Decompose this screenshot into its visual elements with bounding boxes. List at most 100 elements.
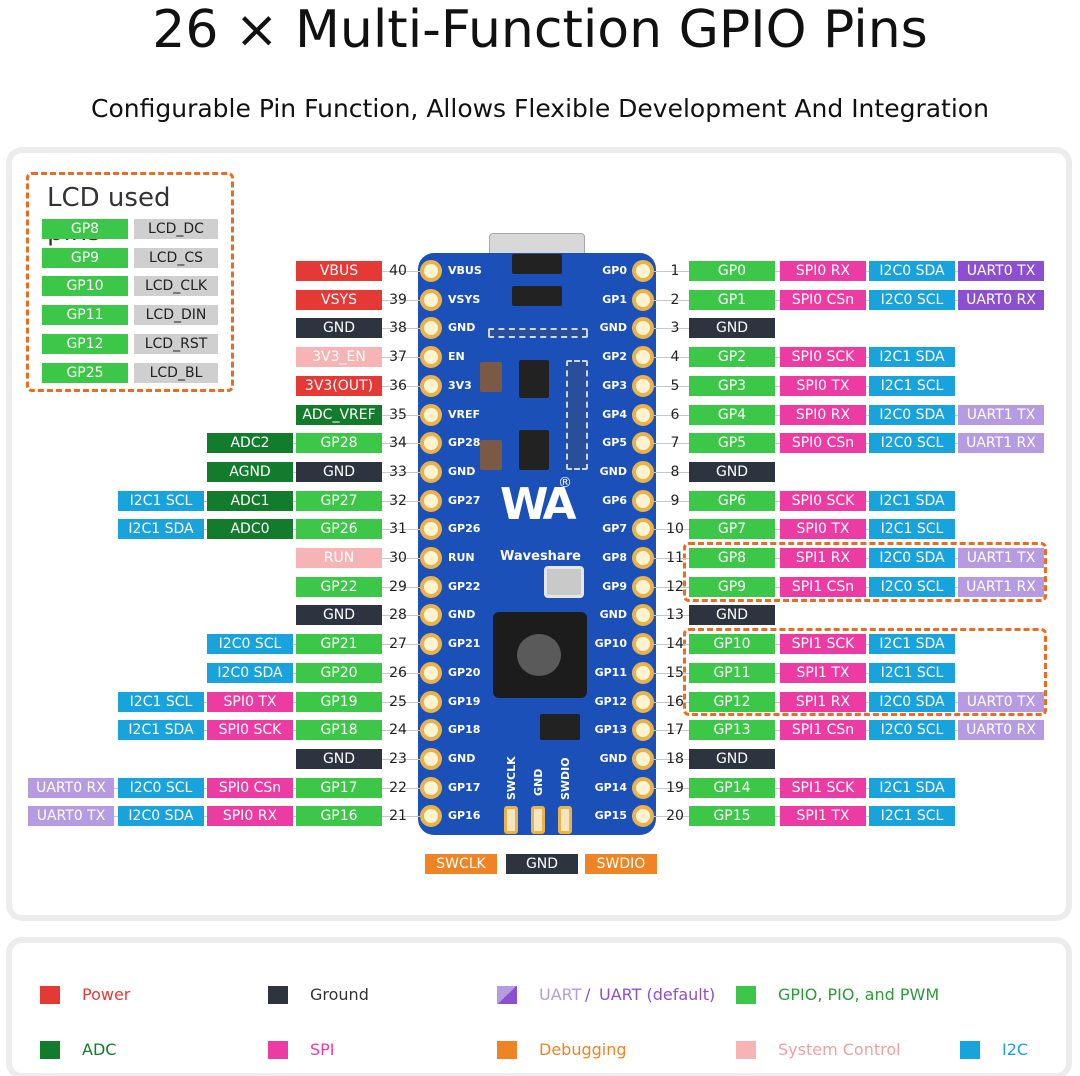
pin-hole [420, 575, 442, 598]
board-pin-label: GP15 [594, 809, 627, 823]
board-pin-label: GP3 [602, 378, 627, 392]
pin-number: 18 [666, 750, 684, 767]
right-pin-tag: I2C0 SCL [869, 720, 955, 741]
right-pin-tag: I2C0 SDA [869, 261, 955, 281]
pin-hole [420, 346, 442, 369]
right-pin-tag: I2C0 SCL [869, 433, 955, 454]
right-pin-tag: SPI1 CSn [780, 576, 866, 597]
right-pin-tag: GP7 [689, 519, 775, 540]
board-component [566, 360, 588, 470]
board-pin-label: GP6 [602, 493, 627, 507]
board-pin-label: VBUS [448, 264, 482, 277]
highlight-box-gp8-gp9 [683, 542, 1047, 602]
board-pin-label: GP14 [594, 780, 627, 794]
left-pin-tag: GP16 [296, 806, 382, 827]
pin-number: 8 [670, 463, 680, 480]
left-pin-tag: GP27 [296, 490, 382, 511]
pin-hole [632, 575, 654, 598]
left-pin-tag: GP20 [296, 662, 382, 683]
legend-label: UART [539, 985, 582, 1004]
right-pin-tag: SPI0 RX [780, 261, 866, 281]
debug-tag: SWDIO [585, 854, 657, 874]
board-component [512, 254, 562, 274]
pin-number: 36 [389, 377, 407, 394]
right-pin-tag: UART1 TX [958, 404, 1044, 425]
left-pin-tag: I2C1 SDA [118, 720, 204, 741]
pin-number: 19 [666, 779, 684, 796]
left-pin-tag: I2C1 SCL [118, 490, 204, 511]
pin-number: 15 [666, 664, 684, 681]
pin-number: 3 [670, 320, 680, 337]
pin-number: 40 [389, 263, 407, 279]
right-pin-tag: GP10 [689, 634, 775, 655]
right-pin-tag: GP1 [689, 289, 775, 310]
legend-swatch [960, 1041, 980, 1059]
left-pin-tag: AGND [207, 461, 293, 482]
pin-number: 37 [389, 349, 407, 366]
legend-swatch [40, 1041, 60, 1059]
legend-swatch [497, 1041, 517, 1059]
legend-label: SPI [310, 1040, 335, 1059]
pin-hole [632, 690, 654, 713]
left-pin-tag: RUN [296, 548, 382, 568]
pin-hole [420, 633, 442, 656]
swclk-pad [504, 806, 518, 834]
right-pin-tag: SPI0 SCK [780, 490, 866, 511]
pin-number: 11 [666, 550, 684, 566]
board-pin-label: GND [448, 464, 476, 478]
board-pin-label: RUN [448, 551, 475, 564]
left-pin-tag: GP18 [296, 720, 382, 741]
board-pin-label: GP1 [602, 292, 627, 306]
right-pin-tag: I2C0 SDA [869, 548, 955, 568]
legend-swatch [736, 1041, 756, 1059]
legend-panel [12, 943, 1066, 1073]
pin-hole [420, 288, 442, 311]
right-pin-tag: SPI1 RX [780, 691, 866, 712]
right-pin-tag: GP0 [689, 261, 775, 281]
left-pin-tag: UART0 TX [28, 806, 114, 827]
pin-number: 21 [389, 808, 407, 825]
right-pin-tag: GND [689, 461, 775, 482]
board-label-gnd: GND [532, 768, 545, 796]
pin-hole [632, 661, 654, 684]
right-pin-tag: I2C1 SCL [869, 662, 955, 683]
board-pin-label: GP22 [448, 579, 481, 593]
pin-number: 2 [670, 291, 680, 308]
right-pin-tag: SPI1 TX [780, 662, 866, 683]
pin-hole [420, 805, 442, 828]
page-title: 26 × Multi-Function GPIO Pins [152, 0, 928, 60]
left-pin-tag: GND [296, 605, 382, 626]
right-pin-tag: SPI0 CSn [780, 433, 866, 454]
right-pin-tag: GP5 [689, 433, 775, 454]
pin-hole [632, 460, 654, 483]
board-pin-label: GND [448, 608, 476, 622]
pin-hole [420, 547, 442, 569]
right-pin-tag: UART1 RX [958, 576, 1044, 597]
pin-number: 35 [389, 406, 407, 423]
pin-hole [632, 288, 654, 311]
gnd-pad [531, 806, 545, 834]
legend-label: I2C [1002, 1040, 1029, 1059]
pin-number: 13 [666, 607, 684, 624]
board-pin-label: GP7 [602, 522, 627, 536]
pin-number: 29 [389, 578, 407, 595]
lcd-gpio-tag: GP25 [42, 362, 128, 383]
left-pin-tag: GP22 [296, 576, 382, 597]
left-pin-tag: GP28 [296, 433, 382, 454]
lcd-gpio-tag: GP11 [42, 305, 128, 326]
right-pin-tag: I2C1 SDA [869, 777, 955, 798]
pin-hole [420, 518, 442, 541]
board-pin-label: GND [599, 751, 627, 765]
pin-hole [420, 317, 442, 340]
left-pin-tag: GND [296, 748, 382, 769]
board-pin-label: GND [599, 608, 627, 622]
right-pin-tag: UART1 TX [958, 548, 1044, 568]
lcd-function-tag: LCD_DC [134, 219, 218, 239]
board-component [480, 440, 502, 470]
right-pin-tag: SPI1 SCK [780, 634, 866, 655]
board-pin-label: GP27 [448, 493, 481, 507]
right-pin-tag: SPI1 CSn [780, 720, 866, 741]
right-pin-tag: GP6 [689, 490, 775, 511]
pin-hole [420, 432, 442, 455]
board-pin-label: GP11 [594, 665, 627, 679]
